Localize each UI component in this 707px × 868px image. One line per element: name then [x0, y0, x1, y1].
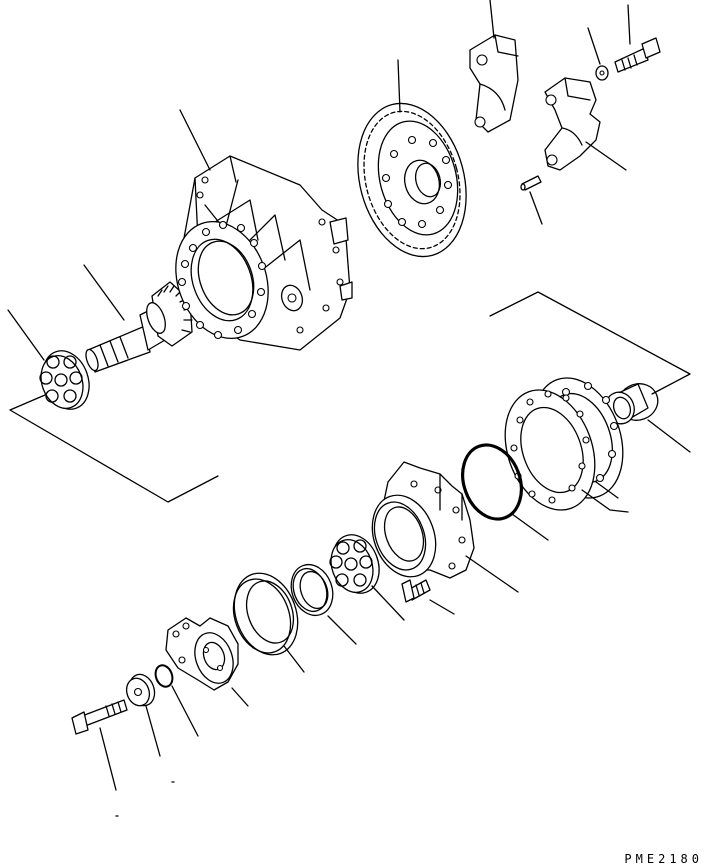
drawing-code: PME2180 — [624, 852, 703, 866]
bevel-pinion-shaft — [85, 281, 193, 373]
spacer-ring — [290, 563, 334, 617]
bearing-upper-left — [39, 350, 90, 410]
o-ring-small — [154, 664, 174, 688]
bearing-cap-lower — [544, 77, 601, 171]
leader-lines-lower — [99, 291, 691, 817]
ring-gear — [357, 102, 467, 258]
differential-case — [175, 155, 353, 351]
oil-seal — [232, 572, 299, 656]
cap-bolt — [614, 37, 661, 73]
yoke-bolt — [71, 699, 128, 735]
washer — [125, 673, 156, 707]
lock-washer — [595, 65, 609, 81]
bearing-cap-upper — [469, 34, 519, 133]
bearing-cup — [605, 383, 659, 425]
coupling-yoke — [165, 617, 239, 691]
dowel-pin — [520, 175, 542, 191]
leader-lines-upper — [7, 0, 631, 503]
cage-bolt — [401, 579, 431, 603]
o-ring-large — [461, 443, 523, 521]
bearing-cage — [371, 461, 475, 579]
taper-roller-bearing — [329, 534, 380, 594]
